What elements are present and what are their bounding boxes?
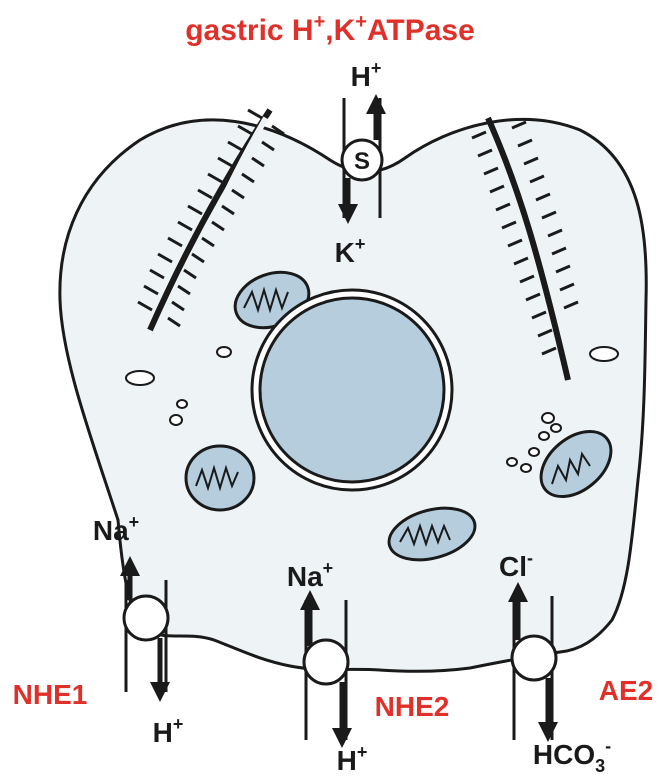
- ae2-name-label: AE2: [599, 675, 653, 706]
- nhe1-bottom-ion-label: H+: [153, 714, 184, 748]
- nhe1-name-label: NHE1: [13, 679, 88, 710]
- mitochondrion: [186, 446, 254, 510]
- nucleus: [260, 298, 444, 482]
- pump-symbol: S: [354, 148, 370, 175]
- nhe2-name-label: NHE2: [375, 691, 450, 722]
- pump-title: gastric H+,K+ATPase: [185, 11, 475, 47]
- ae2-bottom-ion-label: HCO3-: [533, 736, 611, 776]
- nhe2-bottom-ion-label: H+: [337, 742, 368, 776]
- pump-out-ion-label: H+: [351, 58, 382, 92]
